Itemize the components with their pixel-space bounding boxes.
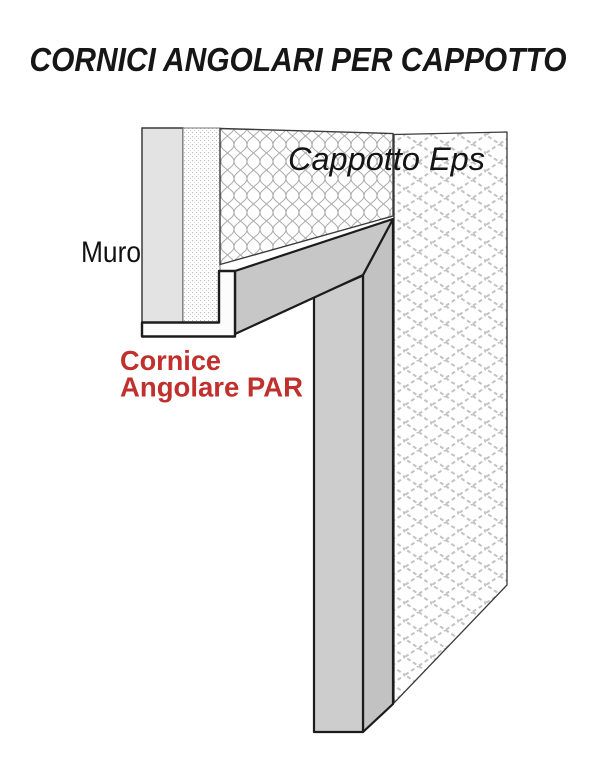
wall-label: Muro (81, 236, 141, 269)
wall-section (141, 127, 184, 324)
frame-front-face (312, 274, 365, 734)
adhesive-layer (182, 127, 221, 323)
insulation-label: Cappotto Eps (288, 141, 485, 177)
page-title: CORNICI ANGOLARI PER CAPPOTTO (30, 41, 567, 78)
eps-panel-front (393, 131, 508, 705)
frame-side-face (361, 217, 395, 734)
frame-label-line2: Angolare PAR (120, 372, 303, 403)
eps-panel-perspective (219, 127, 394, 266)
frame-l-profile-section (140, 269, 237, 338)
frame-label-line1: Cornice (120, 345, 221, 376)
